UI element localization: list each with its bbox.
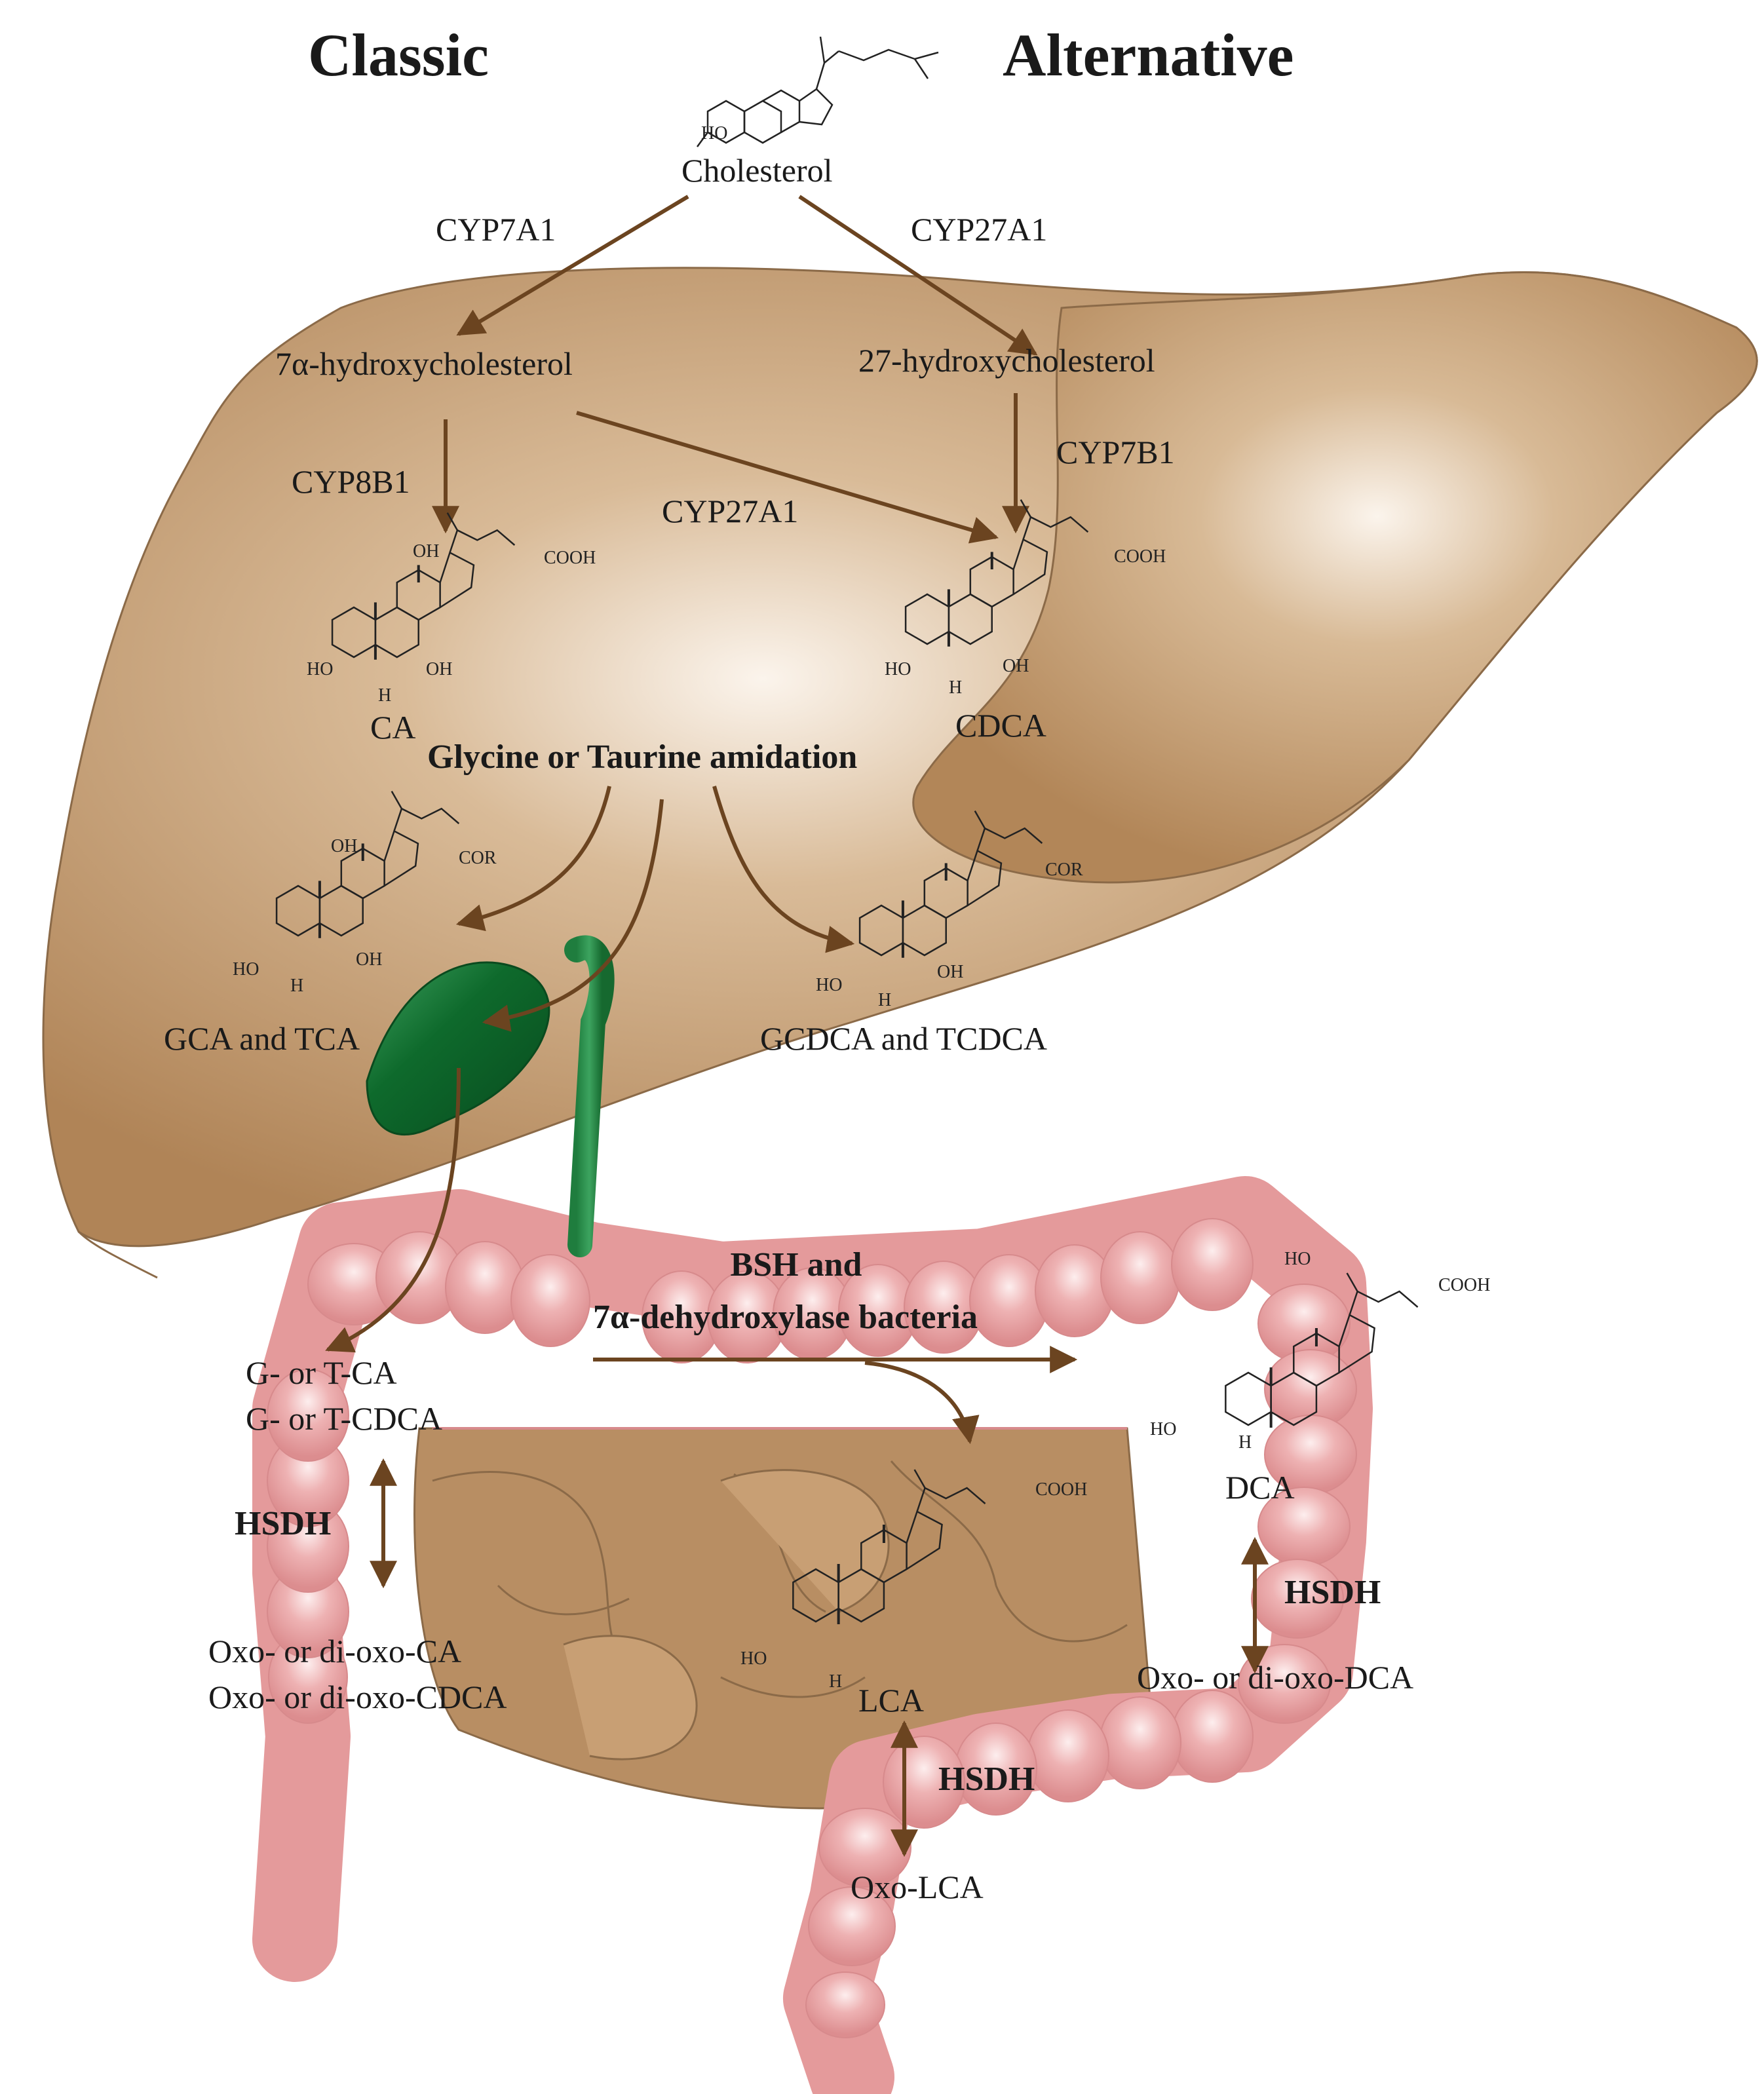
gcdca-structure: COR HO OH H [816,810,1083,1010]
cholesterol-structure [696,36,939,147]
gca-structure-h: H [290,976,303,996]
ca-structure: OH COOH HO OH H [307,512,596,706]
cholesterol-label: Cholesterol [681,152,833,189]
ca-structure-h: H [378,685,391,706]
pathway-arrows [325,195,1269,1857]
ca-structure-oh-low: OH [426,659,452,679]
dca-structure: HO COOH HO H [1150,1249,1490,1453]
gca-structure-oh-top: OH [331,836,357,856]
ca-structure-ho: HO [307,659,333,679]
dca-structure-ho: HO [1284,1249,1311,1269]
gt-cdca-label: G- or T-CDCA [246,1400,443,1437]
hsdh-right-label: HSDH [1284,1574,1381,1611]
gca-tca-label: GCA and TCA [164,1020,360,1057]
gcdca-structure-ho: HO [816,975,842,995]
amidation-label: Glycine or Taurine amidation [427,738,858,776]
gcdca-tcdca-label: GCDCA and TCDCA [760,1020,1048,1057]
oxo-dca-label: Oxo- or di-oxo-DCA [1137,1659,1414,1696]
ca-label: CA [370,709,416,746]
dca-structure-h: H [1238,1432,1252,1453]
cdca-structure-oh: OH [1003,656,1029,676]
cyp8b1-label: CYP8B1 [292,463,410,500]
oxo-ca-label: Oxo- or di-oxo-CA [208,1633,462,1669]
cdca-structure-ho: HO [885,659,911,679]
cyp27a1-mid-label: CYP27A1 [662,493,799,529]
large-intestine [252,1176,1373,2094]
dca-structure-ho-low: HO [1150,1419,1176,1439]
gca-structure-oh-low: OH [356,949,382,970]
bacteria-label-line1: BSH and [730,1246,862,1284]
gca-structure: OH COR HO OH H [233,790,497,996]
oxo-cdca-label: Oxo- or di-oxo-CDCA [208,1679,507,1715]
cyp7b1-label: CYP7B1 [1056,434,1175,470]
dca-label: DCA [1225,1469,1295,1506]
alternative-heading: Alternative [1003,22,1294,88]
lca-label: LCA [858,1682,924,1719]
cyp27a1-top-label: CYP27A1 [911,211,1048,248]
gt-ca-label: G- or T-CA [246,1354,397,1391]
gca-structure-ho: HO [233,959,259,980]
small-intestine [413,1427,1155,1810]
liver [42,267,1758,1279]
gca-structure-cor: COR [459,848,497,868]
lca-structure: COOH HO H [740,1469,1087,1692]
ca-structure-cooh: COOH [544,548,596,568]
hsdh-bottom-label: HSDH [938,1761,1035,1798]
gcdca-structure-h: H [878,990,891,1010]
cdca-structure-cooh: COOH [1114,546,1166,567]
cdca-label: CDCA [955,707,1046,744]
cdca-structure: COOH HO OH H [885,499,1166,698]
dca-structure-cooh: COOH [1438,1275,1490,1295]
lca-structure-h: H [829,1671,842,1692]
bacteria-label-line2: 7α-dehydroxylase bacteria [593,1299,978,1336]
gcdca-structure-cor: COR [1045,860,1083,880]
hydroxy7a-label: 7α-hydroxycholesterol [275,345,573,382]
ca-structure-oh-top: OH [413,541,439,562]
hydroxy27-label: 27-hydroxycholesterol [858,342,1155,379]
oxo-lca-label: Oxo-LCA [851,1869,984,1905]
lca-structure-cooh: COOH [1035,1479,1087,1500]
gcdca-structure-oh: OH [937,962,963,982]
cyp7a1-label: CYP7A1 [436,211,556,248]
hsdh-left-label: HSDH [235,1505,332,1542]
cdca-structure-h: H [949,677,962,698]
lca-structure-ho: HO [740,1648,767,1669]
cholesterol-ho-label: HO [701,123,727,143]
classic-heading: Classic [308,22,489,88]
